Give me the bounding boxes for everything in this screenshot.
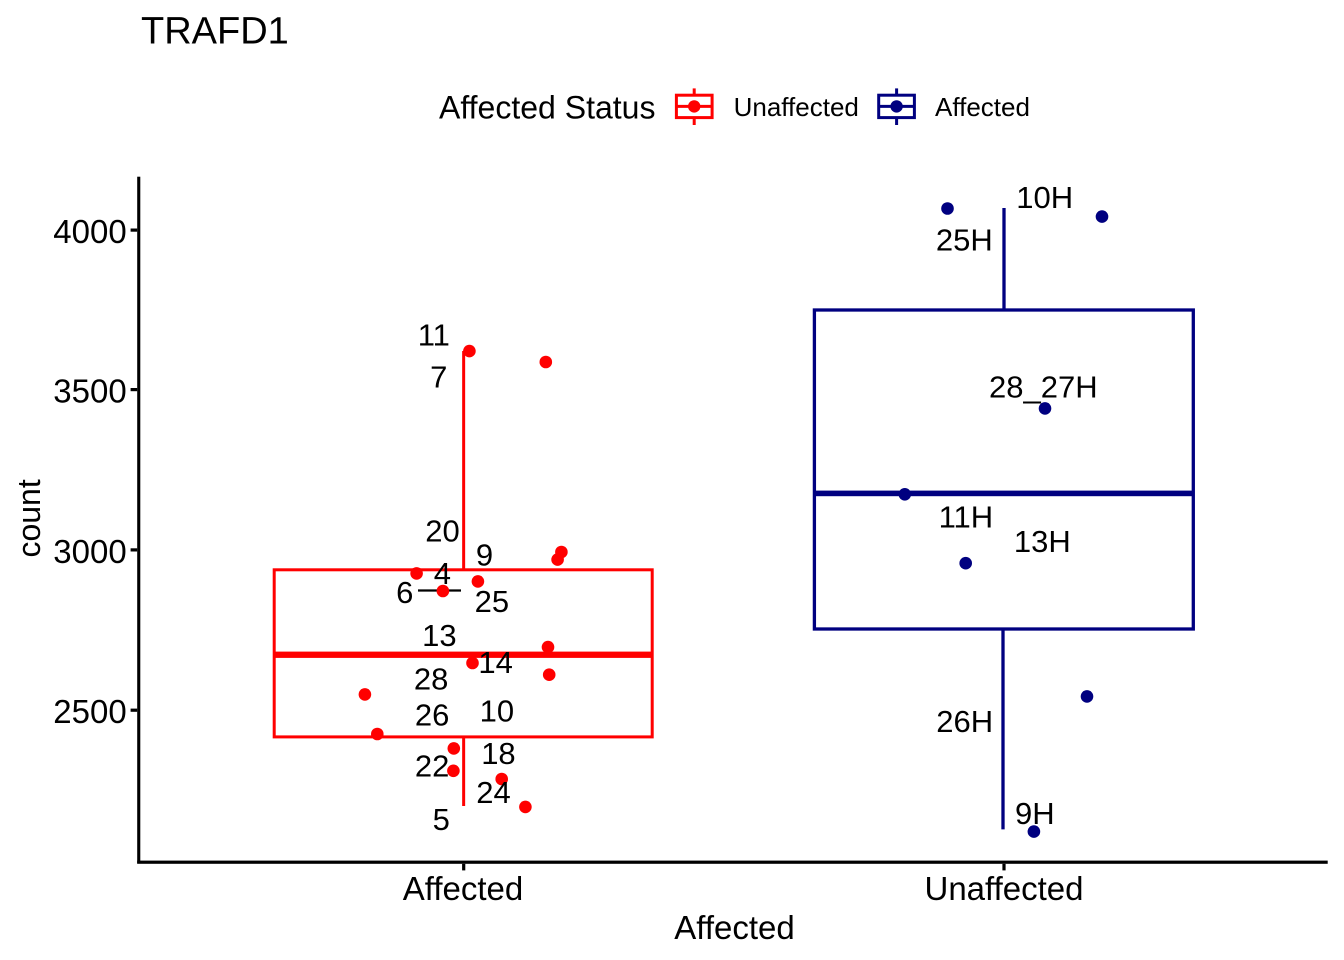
- svg-text:4: 4: [434, 556, 451, 591]
- svg-text:28: 28: [414, 661, 448, 696]
- svg-text:5: 5: [433, 802, 450, 837]
- svg-text:4000: 4000: [53, 213, 126, 250]
- svg-text:25H: 25H: [936, 223, 993, 258]
- svg-text:3000: 3000: [53, 533, 126, 570]
- svg-text:20: 20: [425, 513, 459, 548]
- svg-text:Unaffected: Unaffected: [924, 870, 1083, 907]
- svg-text:9: 9: [476, 538, 493, 573]
- svg-text:28_27H: 28_27H: [989, 369, 1098, 404]
- svg-text:count: count: [11, 479, 47, 557]
- svg-text:7: 7: [430, 360, 447, 395]
- svg-text:14: 14: [478, 645, 512, 680]
- svg-text:9H: 9H: [1015, 796, 1055, 831]
- svg-text:13H: 13H: [1014, 524, 1071, 559]
- svg-text:24: 24: [476, 775, 510, 810]
- svg-text:3500: 3500: [53, 373, 126, 410]
- svg-text:11H: 11H: [939, 500, 994, 535]
- svg-text:25: 25: [475, 584, 509, 619]
- svg-text:Unaffected: Unaffected: [734, 92, 859, 122]
- svg-text:TRAFD1: TRAFD1: [141, 11, 289, 53]
- svg-text:22: 22: [415, 748, 449, 783]
- svg-text:26: 26: [415, 698, 449, 733]
- svg-text:13: 13: [422, 618, 456, 653]
- svg-text:18: 18: [481, 736, 515, 771]
- svg-text:26H: 26H: [936, 704, 993, 739]
- svg-text:6: 6: [396, 575, 413, 610]
- svg-text:Affected: Affected: [935, 92, 1030, 122]
- svg-text:10: 10: [480, 693, 514, 728]
- svg-text:2500: 2500: [53, 693, 126, 730]
- svg-text:10H: 10H: [1016, 180, 1073, 215]
- svg-text:Affected Status: Affected Status: [439, 90, 655, 126]
- svg-text:11: 11: [418, 318, 450, 353]
- svg-text:Affected: Affected: [403, 870, 523, 907]
- svg-text:Affected: Affected: [674, 909, 794, 946]
